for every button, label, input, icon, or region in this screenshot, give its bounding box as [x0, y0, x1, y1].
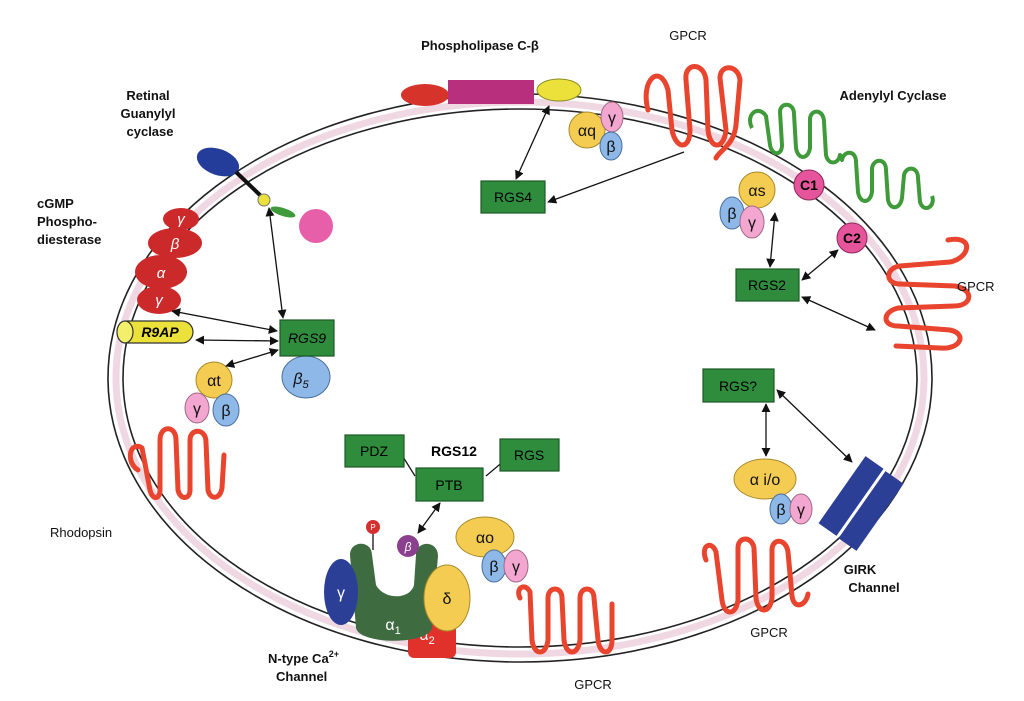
rgs-domain: [499, 438, 560, 472]
gpcr-bottom-right-receptor: [701, 536, 811, 615]
plcb-label: Phospholipase C-β: [421, 38, 539, 53]
cgmp-label-1: cGMP: [37, 196, 74, 211]
alpha-s-label: αs: [748, 183, 765, 200]
ntype-label-1: N-type Ca2+: [268, 649, 339, 666]
cgmp-label-2: Phospho-: [37, 214, 97, 229]
adenylyl-cyclase-label: Adenylyl Cyclase: [840, 88, 947, 103]
gamma-label: γ: [608, 110, 616, 127]
retinal-guanylyl-cyclase: [196, 147, 333, 243]
svg-text:RGS2: RGS2: [748, 277, 786, 293]
gpcr-top-receptor: [643, 64, 743, 161]
beta-label: β: [606, 139, 615, 156]
r9ap: R9AP: [116, 320, 194, 344]
svg-text:α i/o: α i/o: [750, 472, 781, 489]
svg-text:γ: γ: [337, 585, 345, 602]
retinal-label-2: Guanylyl: [121, 106, 176, 121]
gio-heterotrimer: α i/o β γ: [733, 458, 813, 525]
svg-text:β: β: [404, 540, 412, 554]
girk-label-1: GIRK: [844, 562, 877, 577]
svg-text:β: β: [776, 502, 785, 519]
cgmp-label-3: diesterase: [37, 232, 101, 247]
rgs12-complex: PDZ PTB RGS RGS12: [344, 434, 560, 502]
svg-text:β: β: [221, 403, 230, 420]
svg-text:δ: δ: [443, 591, 452, 608]
svg-text:PDZ: PDZ: [360, 443, 388, 459]
retinal-label-1: Retinal: [126, 88, 169, 103]
svg-text:α1: α1: [385, 617, 400, 637]
svg-text:β: β: [489, 559, 498, 576]
retinal-label-3: cyclase: [127, 124, 174, 139]
svg-text:P: P: [370, 523, 375, 532]
svg-text:RGS4: RGS4: [494, 189, 532, 205]
beta-label: β: [727, 206, 736, 223]
gamma-label: γ: [748, 215, 756, 232]
beta-subunit: [397, 535, 419, 557]
gpcr-bottom-right-label: GPCR: [750, 625, 788, 640]
gs-heterotrimer: αs β γ: [719, 171, 776, 239]
rgs-unknown-box: RGS?: [702, 368, 775, 403]
svg-text:γ: γ: [797, 502, 805, 519]
gpcr-right-receptor: [883, 236, 972, 351]
diagram-labels: Phospholipase C-β GPCR Adenylyl Cyclase …: [37, 28, 995, 692]
svg-text:α: α: [157, 265, 166, 282]
svg-text:RGS9: RGS9: [288, 330, 326, 346]
svg-text:PTB: PTB: [435, 477, 462, 493]
interaction-arrows: [171, 105, 876, 534]
girk-label-2: Channel: [848, 580, 899, 595]
svg-text:R9AP: R9AP: [141, 324, 179, 340]
rgs12-label: RGS12: [431, 443, 477, 459]
gpcr-right-label: GPCR: [957, 279, 995, 294]
svg-text:γ: γ: [512, 559, 520, 576]
rgs9-box: [279, 319, 335, 357]
svg-text:C2: C2: [843, 230, 861, 246]
gamma-subunit: [324, 559, 358, 625]
rgs9-complex: β5 RGS9: [279, 319, 335, 399]
ptb-domain: [415, 467, 484, 502]
pdz-domain: [344, 434, 405, 468]
rhodopsin-receptor: [127, 426, 227, 500]
cyclase-c1-domain: C1: [793, 169, 825, 201]
ntype-label-2: Channel: [276, 669, 327, 684]
alpha-q-label: αq: [578, 123, 596, 140]
gq-heterotrimer: αq γ β: [568, 101, 624, 161]
svg-text:β5: β5: [292, 371, 309, 391]
svg-text:γ: γ: [155, 292, 164, 309]
go-heterotrimer: αo β γ: [455, 516, 529, 583]
adenylyl-cyclase-transmembrane: [748, 102, 935, 210]
svg-text:γ: γ: [177, 211, 186, 228]
cgmp-phosphodiesterase: γ β α γ: [135, 208, 202, 314]
gt-heterotrimer: αt γ β: [184, 361, 240, 427]
gpcr-top-label: GPCR: [669, 28, 707, 43]
svg-text:C1: C1: [800, 177, 818, 193]
delta-subunit: [423, 564, 471, 632]
svg-text:RGS?: RGS?: [719, 378, 757, 394]
girk-channel: [818, 456, 904, 551]
svg-text:αo: αo: [476, 530, 494, 547]
cyclase-c2-domain: C2: [836, 222, 868, 254]
gpcr-bottom-receptor: [516, 584, 615, 655]
svg-text:γ: γ: [193, 401, 201, 418]
rhodopsin-label: Rhodopsin: [50, 525, 112, 540]
alpha1-subunit: [350, 543, 438, 641]
n-type-calcium-channel: α2 α1 γ δ P β: [324, 520, 471, 658]
rgs4-box: RGS4: [480, 180, 546, 214]
svg-text:αt: αt: [207, 373, 221, 390]
phospho-site: [366, 520, 380, 534]
svg-text:RGS: RGS: [514, 447, 544, 463]
gpcr-bottom-label: GPCR: [574, 677, 612, 692]
rgs2-box: RGS2: [735, 268, 800, 302]
svg-text:β: β: [170, 236, 180, 253]
phospholipase-c-beta: [401, 78, 582, 106]
